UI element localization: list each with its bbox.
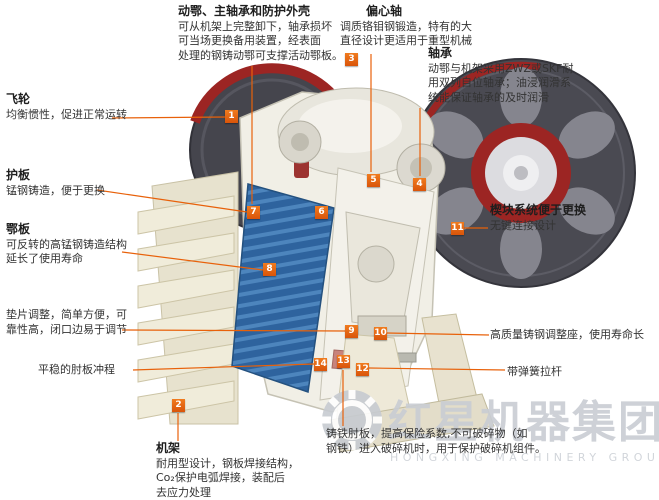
callout-title: 飞轮 [6,92,31,106]
part-marker-2: 2 [172,399,185,412]
callout-moving-jaw-assembly: 动鄂、主轴承和防护外壳 可从机架上完整卸下，轴承损坏 可当场更换备用装置，经表面… [178,4,370,64]
watermark-subtitle: HONGXING MACHINERY GROUP [390,451,659,464]
callout-title: 楔块系统便于更换 [490,203,587,217]
callout-body: 动鄂与机架采用ZWZ或SKF耐 用双列自位轴承；油浸润滑系 统能保证轴承的及时润… [428,61,574,105]
part-marker-9: 9 [345,325,358,338]
crusher-body [231,87,495,453]
blue-jaw-plate [231,183,335,394]
leader-lines [96,54,506,441]
callout-title: 护板 [6,168,31,182]
callout-body: 带弹簧拉杆 [507,365,562,378]
callout-title: 偏心轴 [366,4,403,18]
callout-body: 调质铬钼钢锻造，特有的大 直径设计更适用于重型机械 [340,19,472,48]
callout-flywheel: 飞轮 均衡惯性，促进正常运转 [6,92,151,122]
part-marker-8: 8 [263,263,276,276]
callout-body: 耐用型设计，钢板焊接结构， Co₂保护电弧焊接，装配后 去应力处理 [156,456,299,500]
callout-title: 轴承 [428,46,453,60]
callout-body: 平稳的肘板冲程 [38,363,115,376]
callout-guard-plate: 护板 锰钢铸造，便于更换 [6,168,146,198]
callout-body: 均衡惯性，促进正常运转 [6,107,127,121]
callout-body: 垫片调整，简单方便，可 靠性高，闭口边易于调节 [6,308,127,336]
part-marker-14: 14 [314,358,327,371]
callout-toggle-stroke: 平稳的肘板冲程 [38,363,158,378]
part-marker-3: 3 [345,53,358,66]
right-flywheel [406,58,636,288]
part-marker-11: 11 [451,222,464,235]
part-marker-5: 5 [367,174,380,187]
part-marker-13: 13 [337,355,350,368]
callout-title: 鄂板 [6,222,31,236]
callout-body: 锰钢铸造，便于更换 [6,183,105,197]
part-marker-10: 10 [374,327,387,340]
part-marker-1: 1 [225,110,238,123]
callout-body: 无键连接设计 [490,218,556,232]
callout-body: 高质量铸钢调整座，使用寿命长 [490,328,644,341]
left-support-stack [137,171,239,425]
callout-body: 可从机架上完整卸下，轴承损坏 可当场更换备用装置，经表面 处理的钢铸动鄂可支撑活… [178,19,343,63]
callout-wedge-system: 楔块系统便于更换 无键连接设计 [490,203,645,233]
part-marker-6: 6 [315,206,328,219]
callout-spring-rod: 带弹簧拉杆 [507,365,607,380]
callout-title: 动鄂、主轴承和防护外壳 [178,4,311,18]
part-marker-4: 4 [413,178,426,191]
callout-jaw-plate: 鄂板 可反转的高锰钢铸造结构 延长了使用寿命 [6,222,156,267]
callout-title: 机架 [156,441,181,455]
callout-frame: 机架 耐用型设计，钢板焊接结构， Co₂保护电弧焊接，装配后 去应力处理 [156,441,341,500]
callout-shim-adjustment: 垫片调整，简单方便，可 靠性高，闭口边易于调节 [6,308,146,338]
callout-cast-iron-toggle: 铸铁肘板，提高保险系数,不可破碎物（如 钢铁）进入破碎机时，用于保护破碎机组件。 [326,427,646,457]
callout-adjusting-seat: 高质量铸钢调整座，使用寿命长 [490,328,658,343]
callout-body: 可反转的高锰钢铸造结构 延长了使用寿命 [6,237,127,266]
watermark: 红星机器集团 HONGXING MACHINERY GROUP [322,390,659,464]
callout-bearing: 轴承 动鄂与机架采用ZWZ或SKF耐 用双列自位轴承；油浸润滑系 统能保证轴承的… [428,46,600,106]
callout-body: 铸铁肘板，提高保险系数,不可破碎物（如 钢铁）进入破碎机时，用于保护破碎机组件。 [326,427,546,455]
callout-eccentric-shaft: 偏心轴 调质铬钼钢锻造，特有的大 直径设计更适用于重型机械 [340,4,495,49]
part-marker-7: 7 [247,206,260,219]
watermark-title: 红星机器集团 [388,397,659,448]
part-marker-12: 12 [356,363,369,376]
watermark-gear-icon [322,390,382,450]
